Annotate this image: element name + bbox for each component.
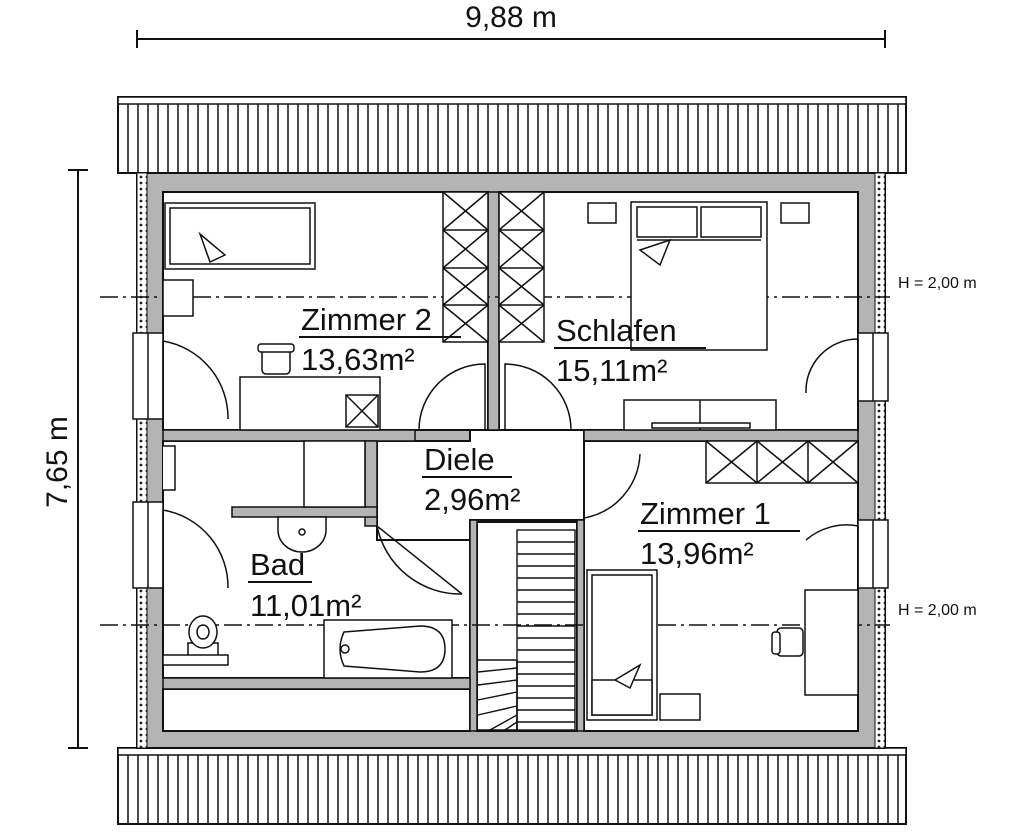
height-line-lower: H = 2,00 m xyxy=(100,602,977,626)
room-area-schlafen: 15,11m² xyxy=(556,353,667,388)
depth-dimension-label: 7,65 m xyxy=(41,416,74,508)
label-bad: Bad 11,01m² xyxy=(248,547,361,623)
wardrobe-schlafen xyxy=(498,191,545,343)
room-area-zimmer2: 13,63m² xyxy=(301,342,415,377)
room-labels: Zimmer 2 13,63m² Schlafen 15,11m² Diele … xyxy=(248,302,800,623)
window-bad xyxy=(132,501,164,589)
chair-zimmer1 xyxy=(771,627,804,657)
door-bad xyxy=(376,525,463,595)
desk-zimmer1 xyxy=(804,589,859,696)
room-name-bad: Bad xyxy=(250,547,305,582)
room-name-diele: Diele xyxy=(424,442,495,477)
shower xyxy=(303,440,366,508)
roof-eave-top xyxy=(117,96,907,174)
room-name-zimmer2: Zimmer 2 xyxy=(301,302,432,337)
washbasin xyxy=(277,516,327,553)
label-zimmer1: Zimmer 1 13,96m² xyxy=(638,496,800,571)
room-area-bad: 11,01m² xyxy=(250,588,361,623)
height-label-lower: H = 2,00 m xyxy=(898,602,977,619)
furniture-bad xyxy=(162,440,453,679)
depth-dimension: 7,65 m xyxy=(41,169,88,749)
width-dimension-label: 9,88 m xyxy=(465,1,557,34)
door-zimmer2 xyxy=(418,363,486,431)
roof-eave-bottom xyxy=(117,747,907,825)
window-schlafen xyxy=(857,332,889,402)
wardrobe-zimmer2 xyxy=(442,191,489,343)
door-zimmer1 xyxy=(583,440,641,519)
label-diele: Diele 2,96m² xyxy=(422,442,520,517)
label-schlafen: Schlafen 15,11m² xyxy=(554,313,706,388)
room-name-zimmer1: Zimmer 1 xyxy=(640,496,771,531)
windows xyxy=(132,332,889,589)
room-bad-niche xyxy=(162,688,471,732)
bathtub xyxy=(323,619,453,679)
chair-zimmer2 xyxy=(257,343,295,375)
furniture-zimmer1 xyxy=(586,440,859,721)
room-area-zimmer1: 13,96m² xyxy=(640,536,754,571)
window-zimmer1 xyxy=(857,519,889,589)
furniture-schlafen xyxy=(498,191,810,431)
door-schlafen xyxy=(504,363,572,431)
door-swings xyxy=(162,338,859,595)
room-name-schlafen: Schlafen xyxy=(556,313,677,348)
room-area-diele: 2,96m² xyxy=(424,482,520,517)
furniture-zimmer2 xyxy=(162,191,489,431)
width-dimension: 9,88 m xyxy=(136,1,886,48)
label-zimmer2: Zimmer 2 13,63m² xyxy=(299,302,461,377)
height-label-upper: H = 2,00 m xyxy=(898,275,977,292)
staircase xyxy=(477,529,576,731)
window-zimmer2 xyxy=(132,332,164,420)
